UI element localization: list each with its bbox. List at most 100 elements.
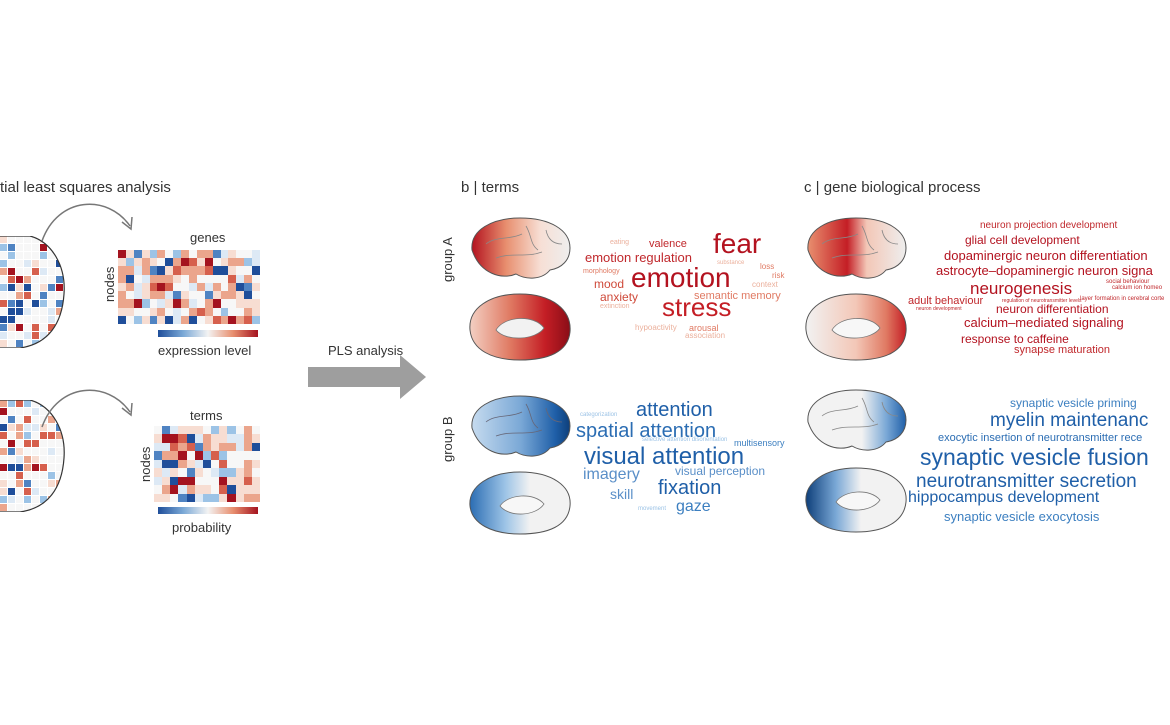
matrix-cell [165, 299, 174, 308]
matrix-cell [170, 476, 179, 486]
matrix-cell [211, 459, 220, 469]
brain-grid-cell [0, 324, 7, 331]
matrix-cell [170, 493, 179, 502]
matrix-cell [228, 274, 237, 283]
brain-grid-cell [8, 432, 15, 439]
brain-grid-cell [64, 324, 65, 331]
brain-grid-cell [8, 440, 15, 447]
word-context: context [752, 280, 778, 289]
brain-grid-cell [8, 236, 15, 243]
matrix-cell [125, 274, 134, 283]
brain-grid-cell [0, 300, 7, 307]
brain-grid-cell [40, 300, 47, 307]
brain-grid-cell [24, 472, 31, 479]
brain-grid-cell [24, 464, 31, 471]
brain-grid-cell [56, 324, 63, 331]
brain-grid-cell [0, 268, 7, 275]
word-adult-behaviour: adult behaviour [908, 295, 984, 307]
expression-level-label: expression level [158, 343, 252, 358]
matrix-cell [173, 299, 182, 308]
word-morphology: morphology [583, 268, 620, 275]
wordcloud-genes-groupA: neuron projection development glial cell… [906, 218, 1170, 358]
word-dopaminergic-neuron-differentiation: dopaminergic neuron differentiation [944, 248, 1148, 263]
matrix-cell [244, 258, 253, 267]
matrix-cell [170, 468, 179, 477]
brain-grid-cell [56, 284, 63, 291]
brain-grid-cell [56, 504, 63, 511]
matrix-cell [186, 459, 195, 469]
matrix-cell [235, 451, 244, 460]
probability-label: probability [172, 520, 232, 535]
matrix-cell [186, 442, 195, 452]
brain-medial-b-groupA [469, 293, 571, 361]
word-loss: loss [760, 262, 775, 271]
matrix-cell [235, 459, 244, 469]
word-astrocyte-dopaminergic: astrocyte–dopaminergic neuron signa [936, 263, 1153, 278]
matrix-cell [243, 493, 252, 502]
word-categorization: categorization [580, 412, 618, 418]
matrix-cell [178, 493, 187, 502]
brain-grid-cell [40, 260, 47, 267]
pls-analysis-label: PLS analysis [328, 343, 404, 358]
brain-grid-cell [64, 340, 65, 347]
matrix-cell [228, 266, 237, 275]
matrix-cell [228, 258, 237, 267]
brain-grid-cell [48, 292, 55, 299]
matrix-cell [133, 291, 142, 300]
brain-grid-cell [32, 400, 39, 407]
brain-grid-cell [8, 308, 15, 315]
matrix-cell [186, 485, 195, 494]
brain-grid-cell [56, 440, 63, 447]
matrix-cell [243, 468, 252, 477]
matrix-cell [228, 282, 237, 292]
brain-grid-cell [40, 496, 47, 503]
brain-grid-cell [24, 448, 31, 455]
matrix-cell [211, 426, 220, 435]
matrix-cell [212, 291, 221, 300]
matrix-cell [165, 266, 174, 275]
brain-grid-cell [0, 464, 7, 471]
matrix-cell [173, 307, 182, 316]
brain-grid-cell [32, 244, 39, 251]
brain-grid-cell [56, 448, 63, 455]
brain-grid-cell [0, 292, 7, 299]
matrix-cell [243, 442, 252, 452]
brain-grid-cell [0, 440, 7, 447]
word-layer-formation: layer formation in cerebral corte [1080, 296, 1165, 302]
wordcloud-terms-groupA: fear emotion stress emotion regulation v… [580, 228, 790, 346]
matrix-cell [149, 250, 158, 259]
matrix-cell [133, 250, 142, 259]
pls-arrow [308, 355, 426, 399]
word-neuron-projection-development: neuron projection development [980, 220, 1118, 231]
matrix-cell [220, 274, 229, 283]
matrix-cell [178, 442, 187, 452]
matrix-cell [188, 258, 197, 267]
brain-grid-cell [32, 268, 39, 275]
matrix-cell [244, 291, 253, 300]
brain-grid-cell [0, 424, 7, 431]
brain-grid-cell [40, 244, 47, 251]
matrix-cell [211, 434, 220, 443]
brain-grid-cell [16, 416, 23, 423]
matrix-cell [170, 442, 179, 452]
matrix-cell [162, 426, 171, 435]
brain-grid-cell [48, 316, 55, 323]
matrix-cell [219, 434, 228, 443]
brain-grid-cell [40, 432, 47, 439]
matrix-cell [173, 282, 182, 292]
brain-grid-cell [0, 236, 7, 243]
brain-grid-cell [16, 244, 23, 251]
brain-lateral-b-groupB [471, 395, 571, 457]
matrix-cell [118, 307, 126, 316]
matrix-cell [219, 493, 228, 502]
brain-grid-cell [24, 236, 31, 243]
brain-grid-cell [8, 488, 15, 495]
matrix-cell [149, 291, 158, 300]
brain-grid-cell [16, 480, 23, 487]
brain-grid-cell [24, 440, 31, 447]
brain-grid-cell [48, 424, 55, 431]
matrix-cell [212, 299, 221, 308]
matrix-cell [202, 434, 212, 443]
matrix-cell [251, 426, 260, 435]
word-risk: risk [772, 271, 785, 280]
